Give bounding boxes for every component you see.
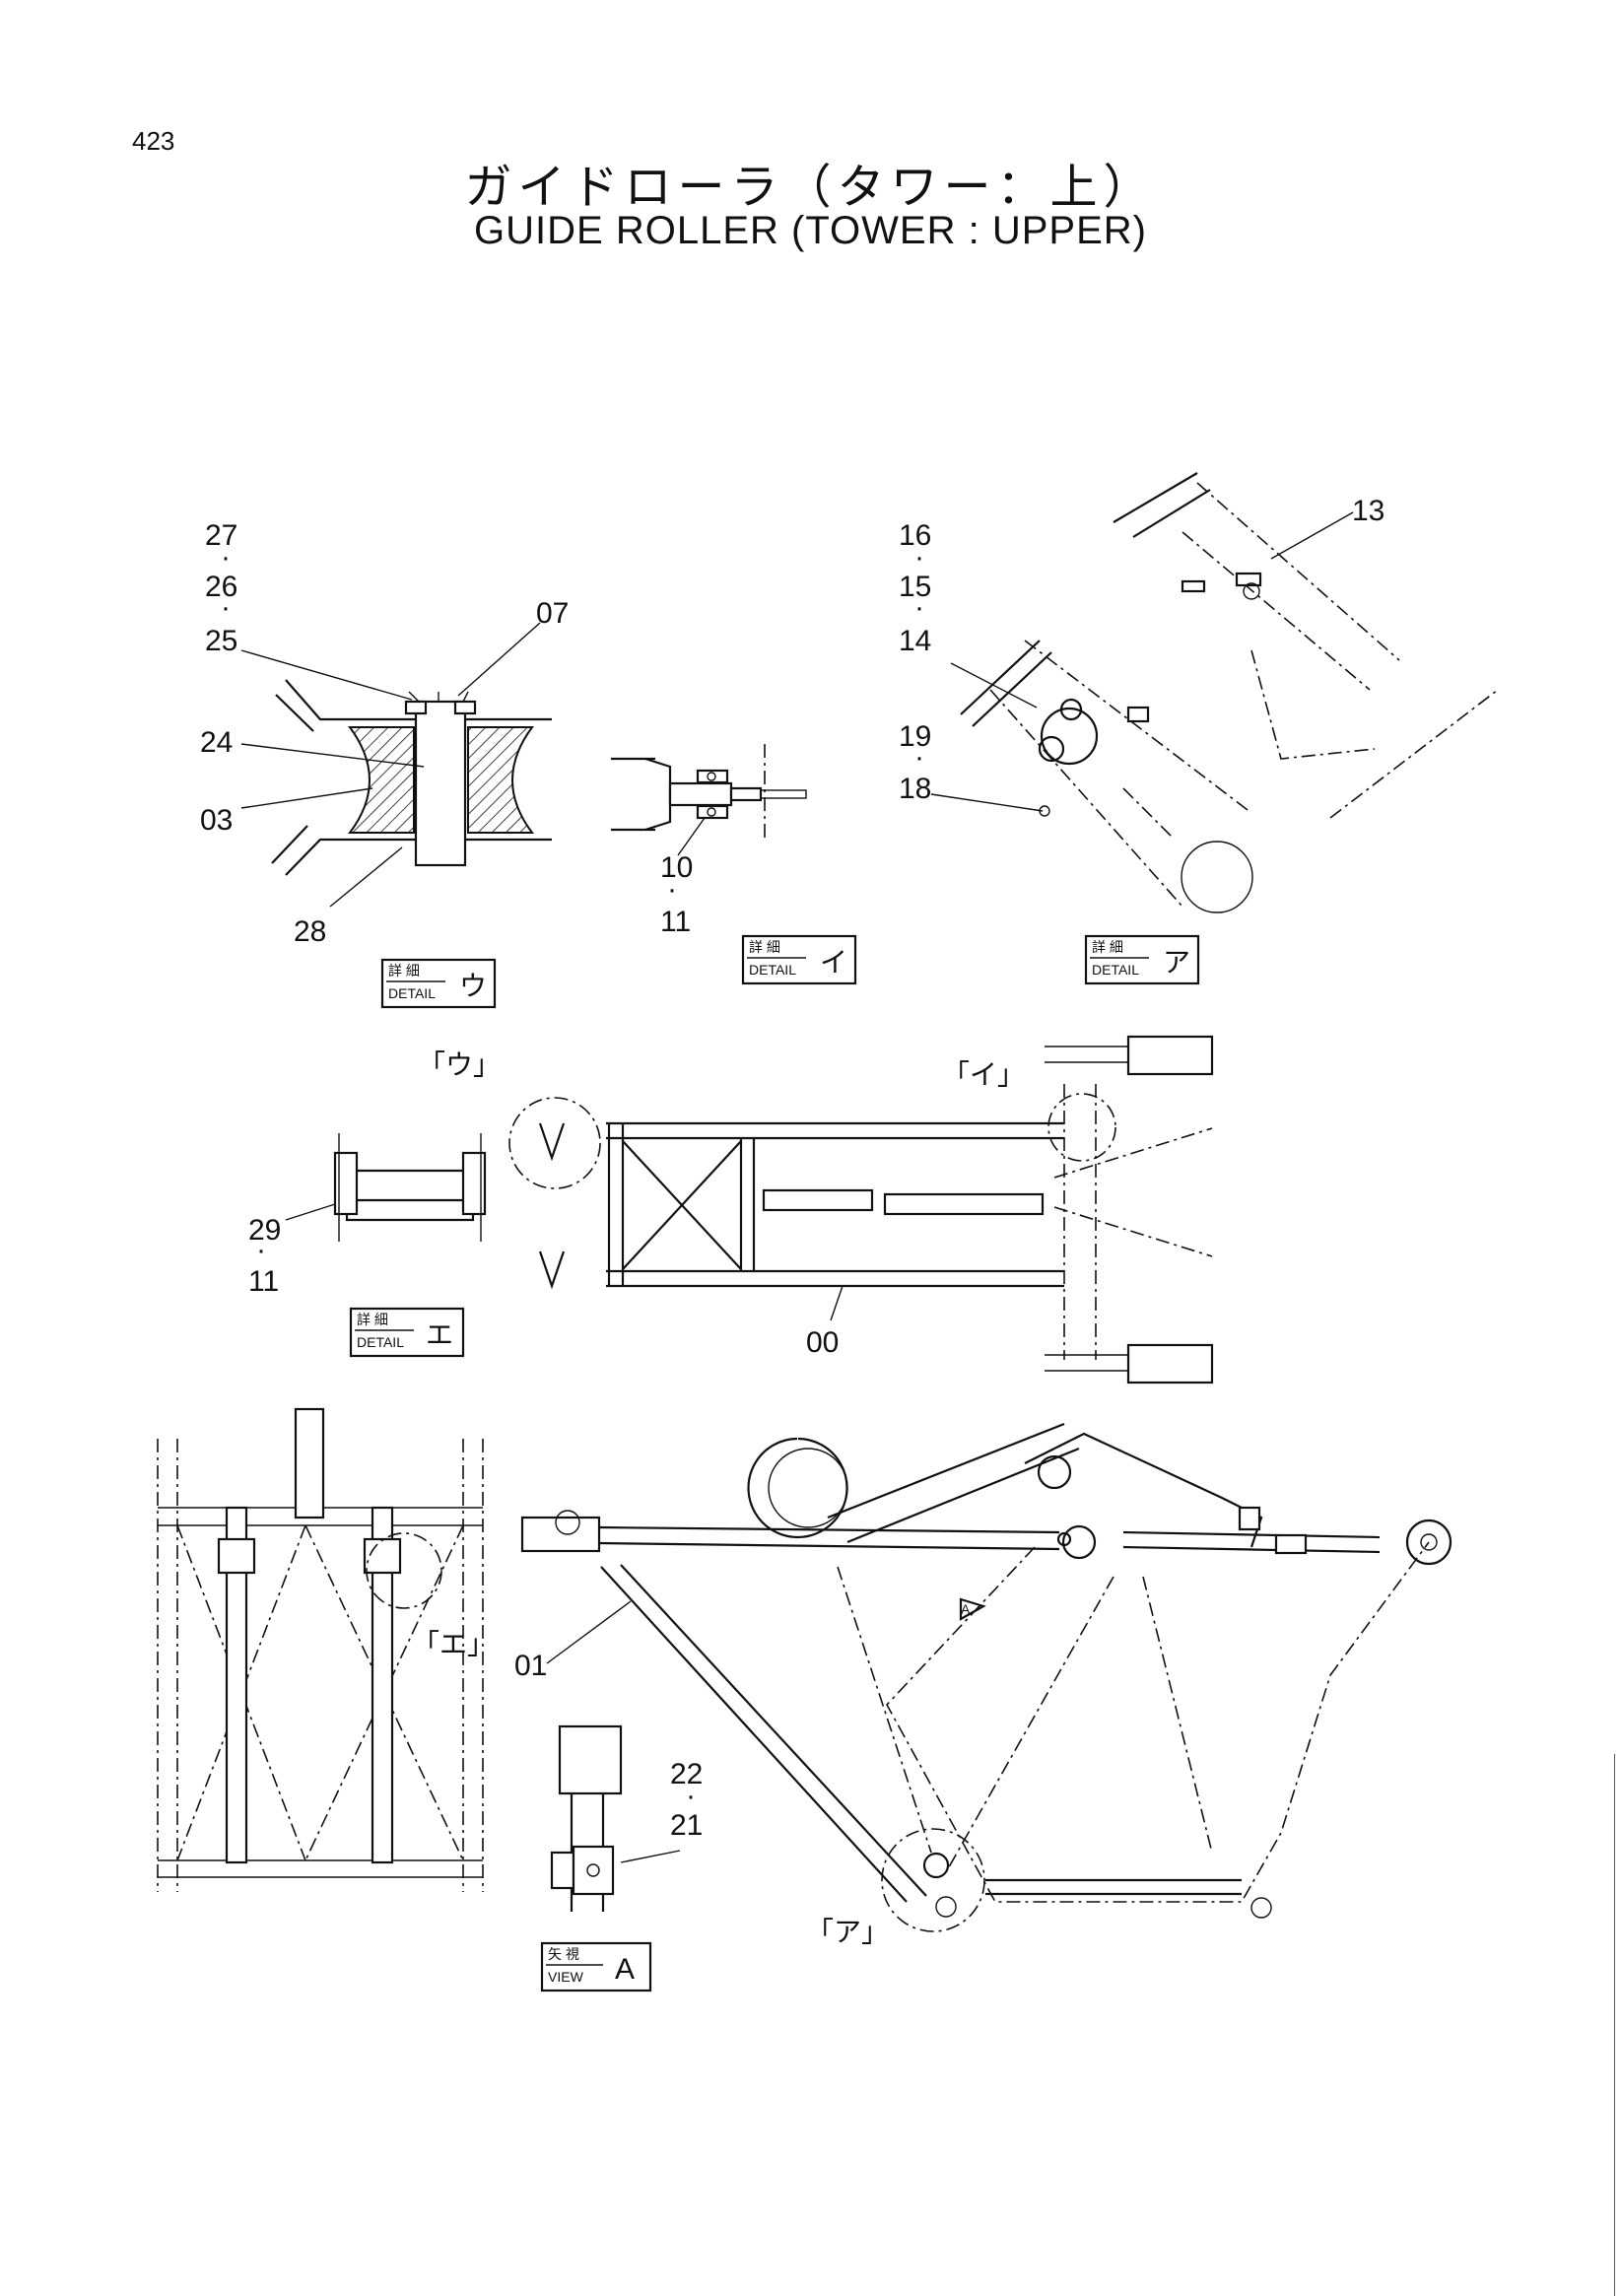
callout-27: 27 <box>205 519 237 552</box>
svg-text:詳 細: 詳 細 <box>388 963 420 979</box>
detail-i-bracket <box>611 744 807 856</box>
callout-24: 24 <box>200 726 233 759</box>
svg-text:ウ: ウ <box>459 970 487 1002</box>
svg-text:·: · <box>667 873 677 906</box>
callout-25: 25 <box>205 625 237 657</box>
svg-text:·: · <box>914 541 924 574</box>
callout-11b: 11 <box>248 1265 279 1298</box>
svg-text:矢 視: 矢 視 <box>548 1946 579 1962</box>
callout-07: 07 <box>536 597 569 630</box>
detail-u-roller <box>240 622 552 908</box>
detail-box-e: 詳 細 DETAIL エ <box>349 1307 465 1358</box>
svg-text:DETAIL: DETAIL <box>1092 962 1139 978</box>
svg-text:VIEW: VIEW <box>548 1969 584 1985</box>
view-marker-a: 「ア」 <box>806 1916 889 1948</box>
svg-text:エ: エ <box>426 1318 453 1351</box>
callout-01: 01 <box>514 1650 547 1682</box>
svg-text:·: · <box>914 741 924 774</box>
view-arrow-a: A <box>961 1601 971 1617</box>
svg-text:A: A <box>615 1953 635 1986</box>
page-number: 423 <box>132 126 175 156</box>
detail-box-a: 詳 細 DETAIL ア <box>1084 934 1200 985</box>
callout-19: 19 <box>899 720 931 753</box>
detail-e-roller-bracket <box>285 1133 487 1242</box>
callout-03: 03 <box>200 804 233 837</box>
detail-box-u: 詳 細 DETAIL ウ <box>380 958 497 1009</box>
title-japanese: ガイドローラ（タワー：上） <box>464 160 1157 215</box>
detail-a-tower-joint <box>930 472 1499 913</box>
callout-10: 10 <box>660 851 693 884</box>
callout-16: 16 <box>899 519 931 552</box>
view-marker-u: 「ウ」 <box>418 1048 501 1081</box>
svg-text:DETAIL: DETAIL <box>388 985 436 1001</box>
callout-13: 13 <box>1352 495 1385 527</box>
title-english: GUIDE ROLLER (TOWER : UPPER) <box>474 209 1147 252</box>
callout-15: 15 <box>899 571 931 603</box>
svg-text:·: · <box>256 1234 266 1266</box>
callout-21: 21 <box>670 1809 703 1842</box>
svg-text:DETAIL: DETAIL <box>749 962 796 978</box>
svg-text:イ: イ <box>820 946 847 979</box>
callout-29: 29 <box>248 1214 281 1247</box>
tower-side-view: A <box>520 1422 1452 1932</box>
svg-text:DETAIL: DETAIL <box>357 1334 404 1350</box>
callout-14: 14 <box>899 625 931 657</box>
svg-text:·: · <box>914 591 924 624</box>
detail-box-i: 詳 細 DETAIL イ <box>741 934 857 985</box>
svg-text:詳 細: 詳 細 <box>357 1312 388 1327</box>
callout-11a: 11 <box>660 906 691 938</box>
view-box-a: 矢 視 VIEW A <box>540 1941 652 1992</box>
callout-18: 18 <box>899 773 931 805</box>
callout-22: 22 <box>670 1758 703 1790</box>
callout-26: 26 <box>205 571 237 603</box>
view-marker-e: 「エ」 <box>412 1628 495 1660</box>
svg-text:詳 細: 詳 細 <box>1092 939 1123 955</box>
svg-text:詳 細: 詳 細 <box>749 939 780 955</box>
callout-28: 28 <box>294 915 326 948</box>
scan-edge-line <box>1614 1754 1615 2296</box>
view-a-part <box>550 1724 681 1912</box>
view-marker-i: 「イ」 <box>942 1058 1025 1091</box>
tower-front-view <box>157 1407 484 1892</box>
callout-00: 00 <box>806 1326 839 1359</box>
svg-text:·: · <box>686 1780 696 1812</box>
svg-text:ア: ア <box>1163 946 1190 979</box>
svg-text:·: · <box>221 591 231 624</box>
tower-upper-frame-plan <box>508 1035 1214 1384</box>
svg-text:·: · <box>221 541 231 574</box>
